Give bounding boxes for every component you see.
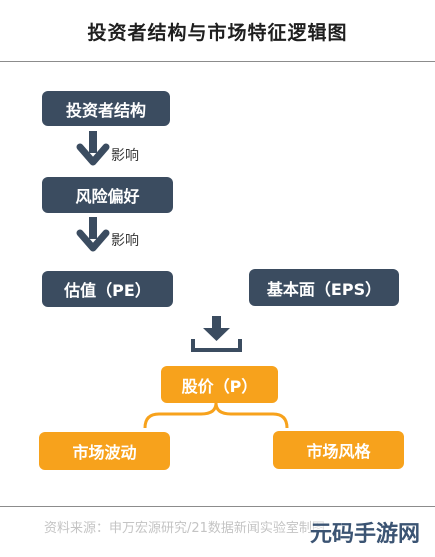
- title-divider: [0, 61, 435, 62]
- node-market-volatility: 市场波动: [39, 432, 170, 470]
- node-stock-price-p: 股价（P）: [161, 366, 278, 403]
- down-arrow-1: [76, 131, 110, 166]
- footer-divider: [0, 506, 435, 507]
- node-valuation-pe: 估值（PE）: [42, 271, 173, 307]
- edge-label-impact-2: 影响: [111, 233, 139, 249]
- node-market-style: 市场风格: [273, 431, 404, 469]
- node-risk-preference: 风险偏好: [42, 177, 173, 213]
- node-investor-structure: 投资者结构: [42, 91, 170, 126]
- diagram-title: 投资者结构与市场特征逻辑图: [87, 22, 348, 44]
- site-watermark: 元码手游网: [310, 522, 421, 547]
- source-note: 资料来源：申万宏源研究/21数据新闻实验室制图: [44, 521, 325, 536]
- orange-brace: [143, 402, 289, 429]
- node-fundamentals-eps: 基本面（EPS）: [249, 269, 399, 306]
- down-arrow-2: [76, 217, 110, 252]
- edge-label-impact-1: 影响: [111, 148, 139, 164]
- download-arrow-icon: [191, 316, 242, 352]
